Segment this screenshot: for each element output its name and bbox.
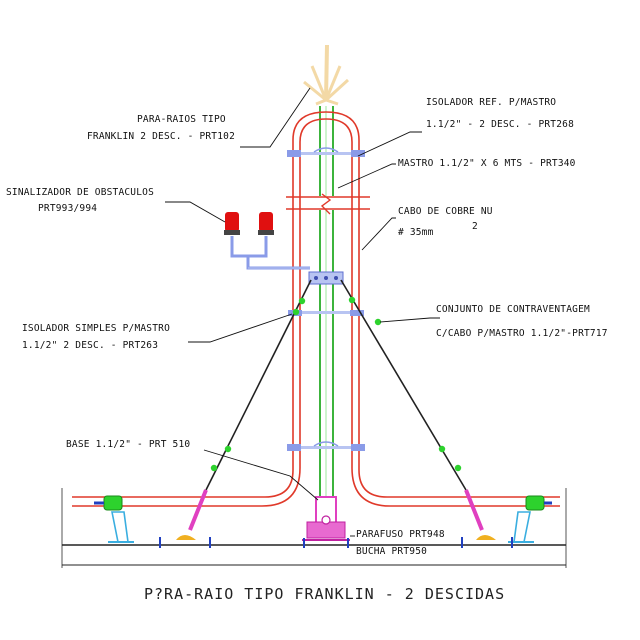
guy-wire-left xyxy=(188,279,312,531)
label-conjunto-2: C/CABO P/MASTRO 1.1/2"-PRT717 xyxy=(436,328,608,339)
guy-anchor-right xyxy=(461,535,513,548)
franklin-rod-icon xyxy=(303,44,350,106)
label-conjunto-1: CONJUNTO DE CONTRAVENTAGEM xyxy=(436,304,590,315)
mast xyxy=(319,106,334,500)
label-sinalizador-1: SINALIZADOR DE OBSTACULOS xyxy=(6,187,154,198)
label-isolador-simples-1: ISOLADOR SIMPLES P/MASTRO xyxy=(22,323,170,334)
break-mark xyxy=(286,193,370,215)
obstacle-beacon-icon xyxy=(224,212,310,270)
mast-base xyxy=(302,496,350,548)
guy-anchor-left xyxy=(159,535,211,548)
label-cabo-2: # 35mm xyxy=(398,227,434,238)
insulator-lower xyxy=(287,441,365,451)
label-bucha: BUCHA PRT950 xyxy=(356,546,427,557)
roof-slab xyxy=(61,488,567,568)
label-isolador-ref-2: 1.1/2" - 2 DESC. - PRT268 xyxy=(426,119,574,130)
label-isolador-simples-2: 1.1/2" 2 DESC. - PRT263 xyxy=(22,340,158,351)
anchor-right xyxy=(508,495,552,543)
label-isolador-ref-1: ISOLADOR REF. P/MASTRO xyxy=(426,97,556,108)
diagram-title: P?RA-RAIO TIPO FRANKLIN - 2 DESCIDAS xyxy=(144,585,505,603)
label-sinalizador-2: PRT993/994 xyxy=(38,203,97,214)
label-cabo-sup: 2 xyxy=(472,221,478,232)
leader-lines xyxy=(165,87,440,537)
insulator-ref-top xyxy=(287,147,365,157)
anchor-left xyxy=(94,495,134,543)
label-base: BASE 1.1/2" - PRT 510 xyxy=(66,439,190,450)
label-cabo-1: CABO DE COBRE NU xyxy=(398,206,493,217)
label-para-raios-1: PARA-RAIOS TIPO xyxy=(137,114,226,125)
label-para-raios-2: FRANKLIN 2 DESC. - PRT102 xyxy=(87,131,235,142)
label-mastro: MASTRO 1.1/2" X 6 MTS - PRT340 xyxy=(398,158,576,169)
guy-wire-right xyxy=(340,279,484,531)
copper-cable xyxy=(72,111,560,507)
label-parafuso: PARAFUSO PRT948 xyxy=(356,529,445,540)
